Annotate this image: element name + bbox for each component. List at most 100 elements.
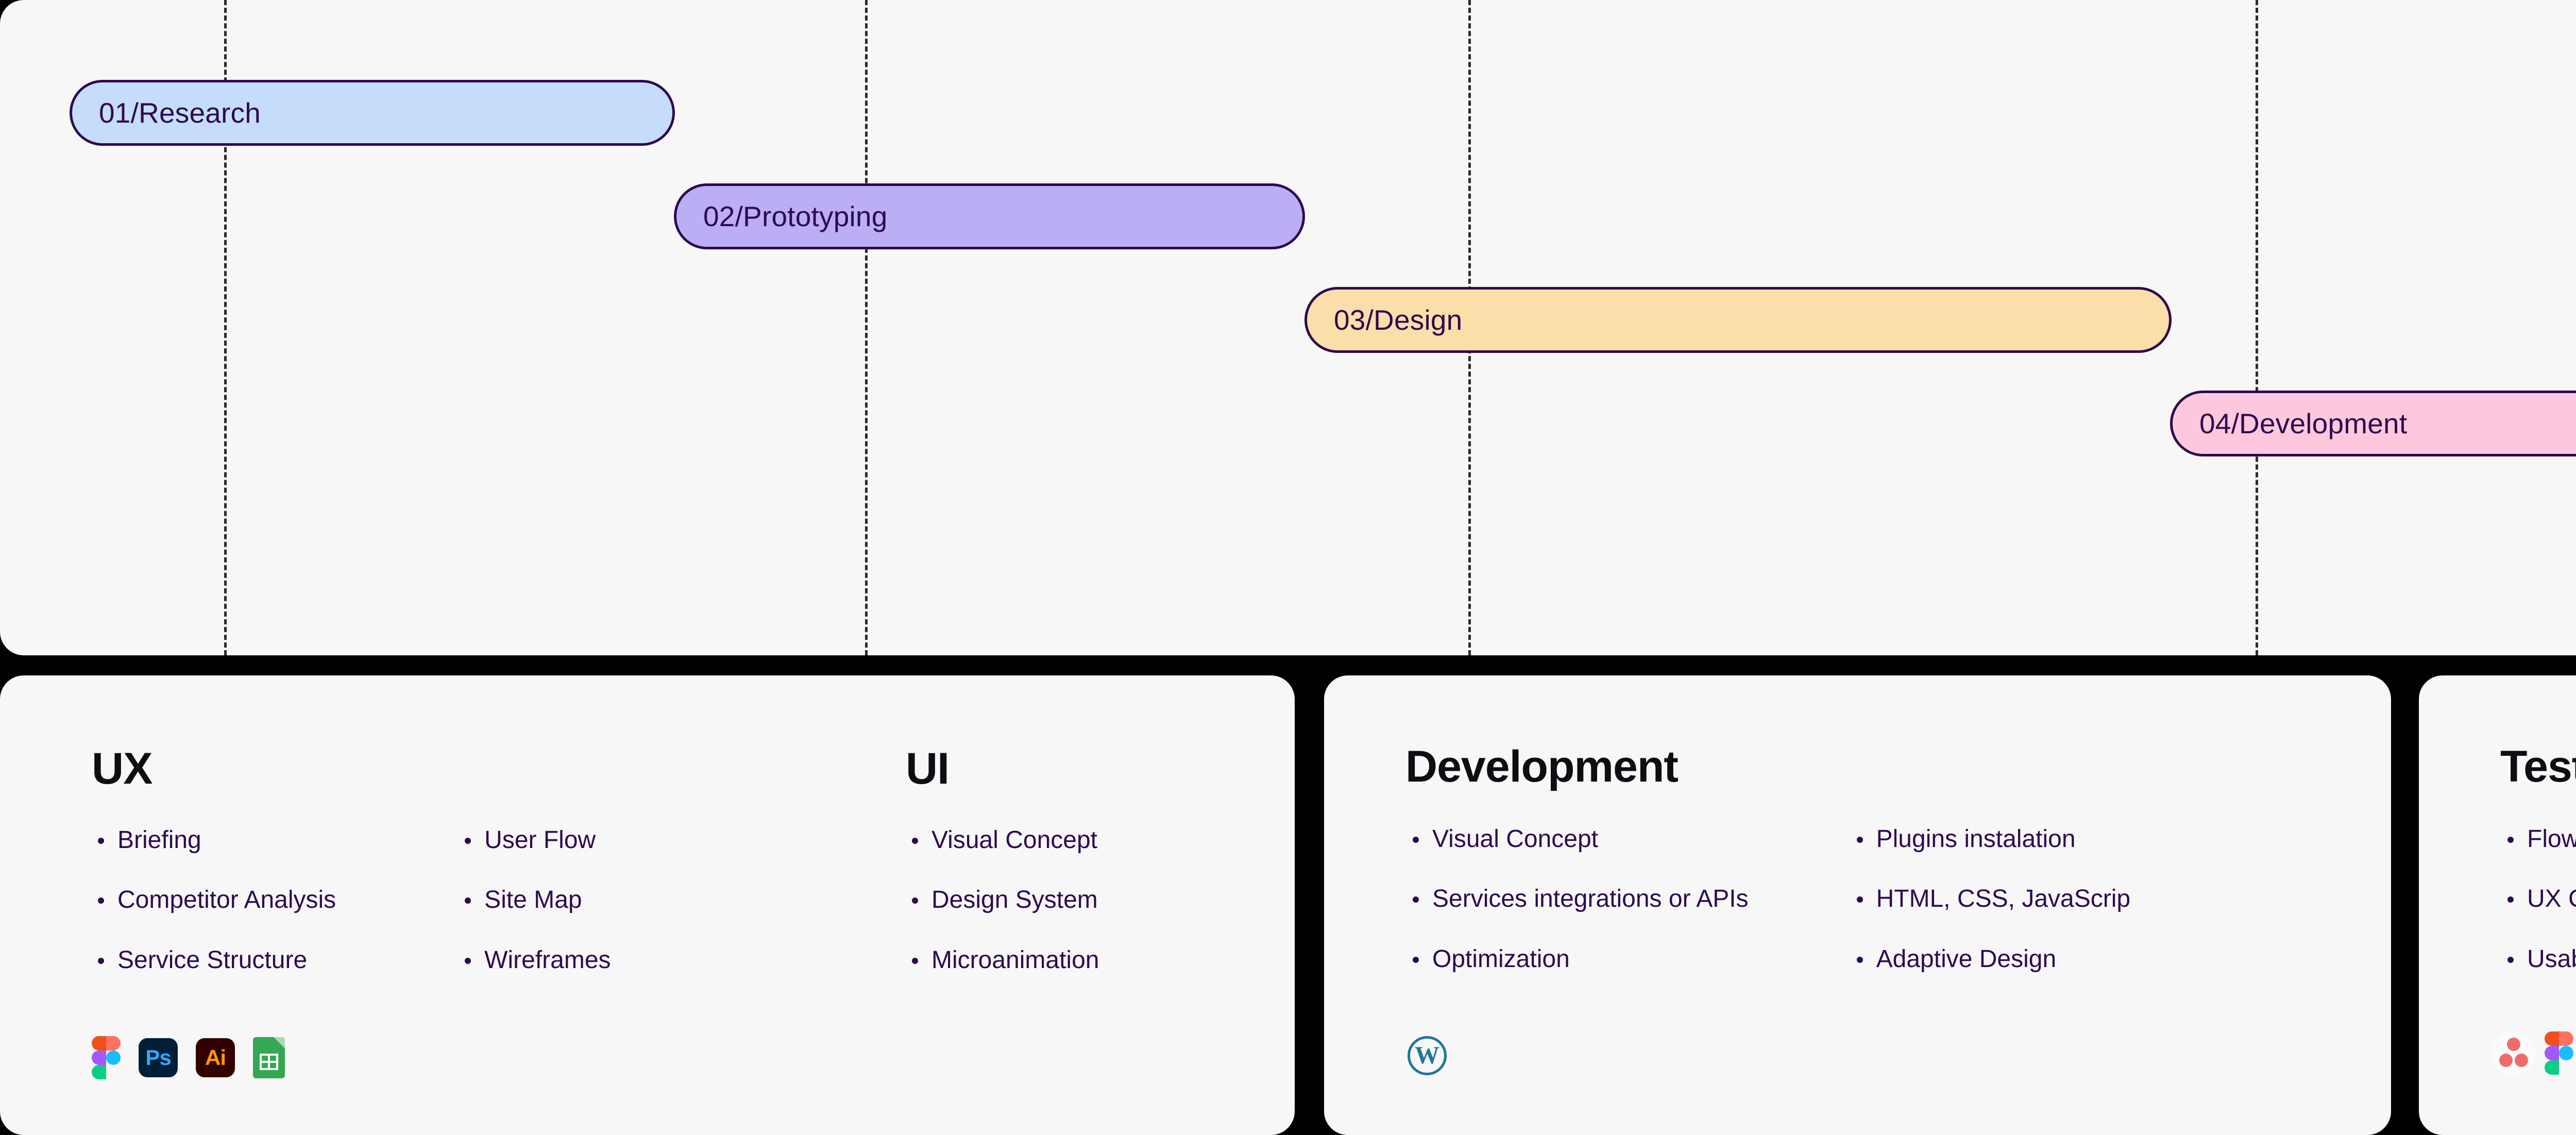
list-item[interactable]: Site Map <box>465 885 611 916</box>
gridline-2 <box>865 0 868 655</box>
list-item[interactable]: User Flow <box>465 825 611 856</box>
bullet-icon <box>465 838 471 844</box>
card-testing: Testing Flow’s Logic UX Consistency <box>2419 675 2576 1135</box>
list-item-label: Flow’s Logic <box>2527 825 2576 853</box>
bullet-icon <box>2507 837 2514 843</box>
list-item[interactable]: Microanimation <box>912 945 1099 976</box>
testing-list-columns: Flow’s Logic UX Consistency Usability He… <box>2507 824 2576 975</box>
wordpress-icon-label: W <box>1415 1042 1439 1069</box>
list-item-label: Briefing <box>117 826 201 854</box>
list-item-label: UX Consistency <box>2527 885 2576 913</box>
development-list-column-1: Visual Concept Services integrations or … <box>1413 824 1749 975</box>
bullet-icon <box>465 897 471 904</box>
bullet-icon <box>2507 896 2514 903</box>
bullet-icon <box>98 897 104 904</box>
bullet-icon <box>1413 896 1419 903</box>
bullet-icon <box>912 957 918 964</box>
list-item[interactable]: Briefing <box>98 825 336 856</box>
list-item[interactable]: Visual Concept <box>912 825 1099 856</box>
section-development: Development <box>1405 741 1679 792</box>
bullet-icon <box>1856 956 1863 963</box>
testing-list-column-1: Flow’s Logic UX Consistency Usability He… <box>2507 824 2576 975</box>
bullet-icon <box>1856 896 1863 903</box>
list-item-label: Microanimation <box>931 946 1099 974</box>
list-item[interactable]: Adaptive Design <box>1856 944 2130 975</box>
illustrator-icon-label: Ai <box>205 1045 226 1070</box>
section-title-development: Development <box>1405 742 1679 791</box>
list-item-label: Optimization <box>1432 945 1570 973</box>
bullet-icon <box>98 957 104 964</box>
gantt-bar-prototyping[interactable]: 02/Prototyping <box>674 183 1305 249</box>
list-item[interactable]: Optimization <box>1413 944 1749 975</box>
list-item[interactable]: Flow’s Logic <box>2507 824 2576 855</box>
development-tool-icons: W <box>1408 1036 1447 1075</box>
ux-list-columns: Briefing Competitor Analysis Service Str… <box>98 825 611 976</box>
list-item-label: Wireframes <box>484 946 611 974</box>
card-development: Development Visual Concept Services inte… <box>1324 675 2391 1135</box>
gridline-4 <box>2256 0 2258 655</box>
ux-list-column-2: User Flow Site Map Wireframes <box>465 825 611 976</box>
testing-tool-icons <box>2491 1031 2573 1075</box>
list-item-label: HTML, CSS, JavaScrip <box>1876 885 2131 913</box>
bullet-icon <box>1413 956 1419 963</box>
list-item[interactable]: Design System <box>912 885 1099 916</box>
list-item[interactable]: Visual Concept <box>1413 824 1749 855</box>
ui-list-column-1: Visual Concept Design System Microanimat… <box>912 825 1099 976</box>
gantt-bar-design[interactable]: 03/Design <box>1304 287 2172 353</box>
gantt-bar-development[interactable]: 04/Development <box>2170 391 2576 456</box>
ux-tool-icons: Ps Ai <box>92 1036 285 1079</box>
asana-icon[interactable] <box>2491 1031 2535 1075</box>
photoshop-icon[interactable]: Ps <box>139 1038 178 1077</box>
list-item-label: Services integrations or APIs <box>1432 885 1749 913</box>
bullet-icon <box>465 957 471 964</box>
list-item-label: Visual Concept <box>931 826 1097 854</box>
list-item[interactable]: Competitor Analysis <box>98 885 336 916</box>
bullet-icon <box>912 897 918 904</box>
list-item[interactable]: Service Structure <box>98 945 336 976</box>
wordpress-icon[interactable]: W <box>1408 1036 1447 1075</box>
gantt-bar-label: 02/Prototyping <box>703 200 888 232</box>
bullet-icon <box>98 838 104 844</box>
illustrator-icon[interactable]: Ai <box>196 1038 235 1077</box>
figma-icon[interactable] <box>92 1036 121 1079</box>
list-item[interactable]: UX Consistency <box>2507 884 2576 914</box>
photoshop-icon-label: Ps <box>145 1045 171 1070</box>
list-item-label: Design System <box>931 886 1098 914</box>
gantt-timeline-panel: 01/Research 02/Prototyping 03/Design 04/… <box>0 0 2576 655</box>
development-list-columns: Visual Concept Services integrations or … <box>1413 824 2130 975</box>
google-sheets-icon[interactable] <box>253 1037 285 1078</box>
section-title-testing: Testing <box>2500 742 2576 791</box>
bullet-icon <box>2507 956 2514 963</box>
list-item[interactable]: Services integrations or APIs <box>1413 884 1749 914</box>
gridline-1 <box>224 0 227 655</box>
section-testing: Testing <box>2500 741 2576 792</box>
list-item-label: Visual Concept <box>1432 825 1598 853</box>
section-ui: UI <box>906 743 950 794</box>
list-item[interactable]: Plugins instalation <box>1856 824 2130 855</box>
list-item-label: Adaptive Design <box>1876 945 2057 973</box>
bullet-icon <box>912 838 918 844</box>
section-ux: UX <box>92 743 152 794</box>
bullet-icon <box>1413 837 1419 843</box>
gantt-bar-label: 04/Development <box>2199 408 2408 439</box>
list-item[interactable]: HTML, CSS, JavaScrip <box>1856 884 2131 914</box>
development-list-column-2: Plugins instalation HTML, CSS, JavaScrip… <box>1856 824 2131 975</box>
list-item-label: Usability Heuristics <box>2527 945 2576 973</box>
ui-list-columns: Visual Concept Design System Microanimat… <box>912 825 1099 976</box>
list-item-label: Competitor Analysis <box>117 886 336 914</box>
gantt-bar-research[interactable]: 01/Research <box>70 80 675 146</box>
phase-detail-cards-row: UX Briefing Competitor Analysis <box>0 675 2576 1135</box>
section-title-ui: UI <box>906 744 950 793</box>
figma-icon[interactable] <box>2545 1031 2573 1075</box>
gantt-bar-label: 03/Design <box>1334 304 1463 336</box>
list-item-label: Plugins instalation <box>1876 825 2076 853</box>
list-item-label: User Flow <box>484 826 596 854</box>
section-title-ux: UX <box>92 744 152 793</box>
card-ux-ui: UX Briefing Competitor Analysis <box>0 675 1295 1135</box>
list-item[interactable]: Wireframes <box>465 945 611 976</box>
list-item-label: Service Structure <box>117 946 308 974</box>
list-item-label: Site Map <box>484 886 582 914</box>
bullet-icon <box>1856 837 1863 843</box>
list-item[interactable]: Usability Heuristics <box>2507 944 2576 975</box>
